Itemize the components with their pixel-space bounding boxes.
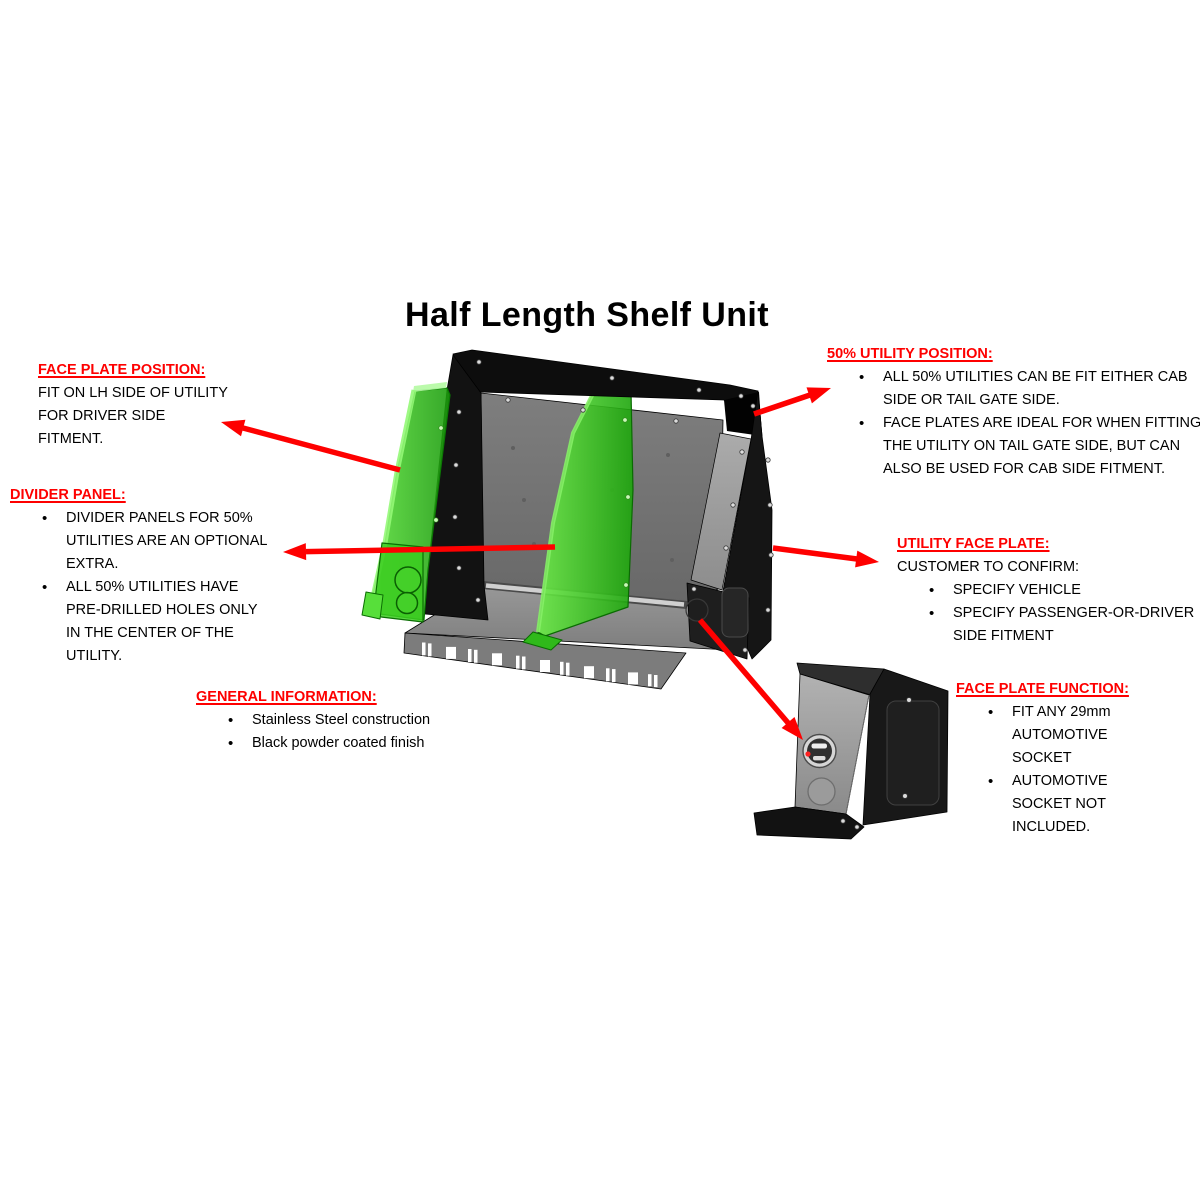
utility-face-plate-subheading: CUSTOMER TO CONFIRM: (897, 559, 1080, 575)
utility-face-plate-bullets: SPECIFY VEHICLE SPECIFY PASSENGER-OR-DRI… (897, 579, 1194, 648)
bullet-item: Black powder coated finish (226, 732, 430, 755)
shelf-unit-render (361, 349, 774, 690)
arrow-to-utility-position-text (753, 387, 831, 417)
utility-position-bullets: ALL 50% UTILITIES CAN BE FIT EITHER CAB … (827, 366, 1200, 481)
bullet-item: SPECIFY VEHICLE (927, 579, 1194, 602)
bullet-item: ALL 50% UTILITIES CAN BE FIT EITHER CAB … (857, 366, 1200, 412)
general-information-bullets: Stainless Steel construction Black powde… (196, 709, 430, 755)
annotation-utility-position: 50% UTILITY POSITION: ALL 50% UTILITIES … (827, 343, 1200, 481)
bullet-item: Stainless Steel construction (226, 709, 430, 732)
bullet-item: AUTOMOTIVE SOCKET NOT INCLUDED. (986, 770, 1129, 839)
right-inner-strip (690, 432, 752, 591)
divider-panel-heading: DIVIDER PANEL: (10, 487, 126, 503)
face-plate-function-heading: FACE PLATE FUNCTION: (956, 681, 1129, 697)
annotation-divider-panel: DIVIDER PANEL: DIVIDER PANELS FOR 50% UT… (10, 484, 267, 668)
annotation-line: FITMENT. (38, 431, 104, 447)
apron-slots (422, 642, 658, 687)
utility-position-heading: 50% UTILITY POSITION: (827, 346, 993, 362)
face-plate-base (753, 806, 865, 840)
face-plate-green (361, 382, 451, 623)
divider-panel-bullets: DIVIDER PANELS FOR 50% UTILITIES ARE AN … (10, 507, 267, 668)
socket-indicator-dot (805, 751, 811, 757)
annotation-utility-face-plate: UTILITY FACE PLATE: CUSTOMER TO CONFIRM:… (897, 533, 1194, 648)
bullet-item: DIVIDER PANELS FOR 50% UTILITIES ARE AN … (40, 507, 267, 576)
face-plate-position-heading: FACE PLATE POSITION: (38, 362, 206, 378)
annotation-line: FIT ON LH SIDE OF UTILITY (38, 385, 228, 401)
bullet-item: FIT ANY 29mm AUTOMOTIVE SOCKET (986, 701, 1129, 770)
annotation-face-plate-function: FACE PLATE FUNCTION: FIT ANY 29mm AUTOMO… (956, 678, 1129, 839)
annotation-face-plate-position: FACE PLATE POSITION: FIT ON LH SIDE OF U… (38, 359, 228, 451)
face-plate-render (753, 662, 949, 840)
right-corner-box (685, 582, 750, 660)
arrow-to-socket (697, 618, 803, 740)
arrow-to-divider-panel-text (283, 543, 556, 561)
annotation-general-information: GENERAL INFORMATION: Stainless Steel con… (196, 686, 430, 755)
page-title: Half Length Shelf Unit (405, 296, 769, 334)
knockout-circle (807, 777, 836, 806)
annotation-line: FOR DRIVER SIDE (38, 408, 166, 424)
bullet-item: FACE PLATES ARE IDEAL FOR WHEN FITTING T… (857, 412, 1200, 481)
utility-face-plate-heading: UTILITY FACE PLATE: (897, 536, 1050, 552)
bullet-item: ALL 50% UTILITIES HAVE PRE-DRILLED HOLES… (40, 576, 267, 668)
arrow-to-utility-face-plate-text (772, 545, 879, 568)
bullet-item: SPECIFY PASSENGER-OR-DRIVER SIDE FITMENT (927, 602, 1194, 648)
arrow-to-face-plate-position-text (221, 419, 401, 473)
roof-right-shadow (724, 392, 762, 436)
usb-socket (802, 733, 837, 769)
general-information-heading: GENERAL INFORMATION: (196, 689, 377, 705)
face-plate-function-bullets: FIT ANY 29mm AUTOMOTIVE SOCKET AUTOMOTIV… (956, 701, 1129, 839)
